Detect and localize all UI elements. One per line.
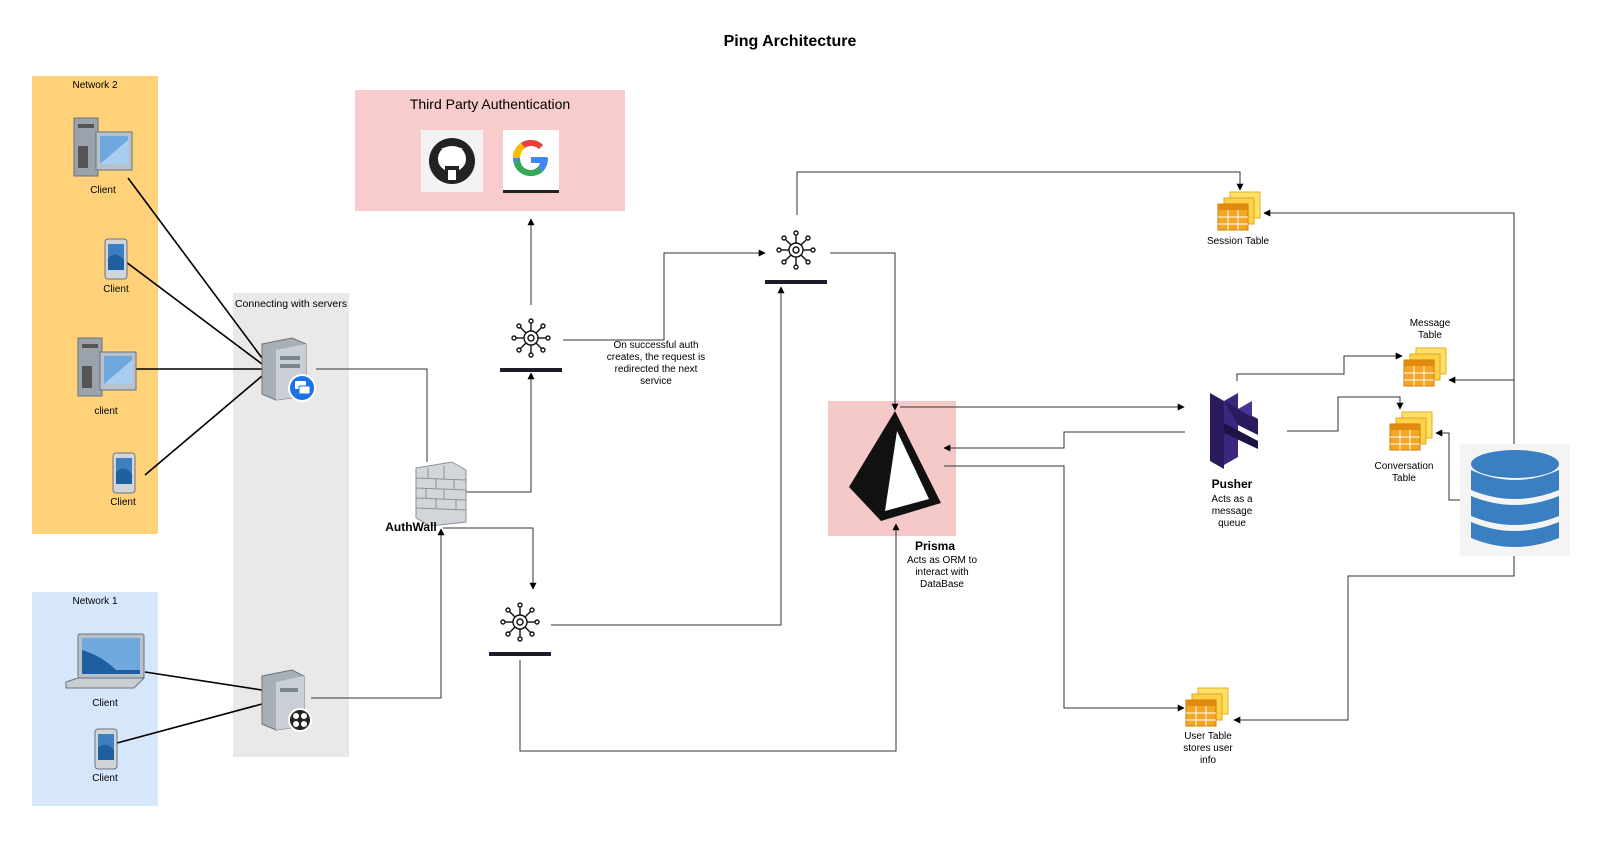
google-tile[interactable] — [503, 130, 559, 193]
client-label: client — [94, 406, 118, 417]
flow-connectors — [311, 171, 1515, 752]
conversation-table-icon — [1389, 411, 1433, 451]
network-2-label: Network 2 — [72, 80, 118, 91]
client-links-network-1 — [116, 671, 263, 744]
mobile-phone-icon — [112, 452, 136, 494]
mobile-phone-icon — [104, 238, 128, 280]
user-table-icon — [1185, 687, 1229, 727]
client-label: Client — [110, 497, 136, 508]
laptop-icon — [65, 633, 146, 689]
pusher-name: Pusher — [1211, 477, 1253, 491]
server-icon — [261, 337, 316, 402]
auth-redirect-note: On successful auth creates, the request … — [606, 340, 706, 387]
prisma-logo-icon — [849, 411, 941, 521]
conversation-table-label: Conversation Table — [1374, 461, 1434, 484]
network-1-label: Network 1 — [72, 596, 118, 607]
third-party-auth-group — [355, 90, 625, 211]
third-party-auth-label: Third Party Authentication — [409, 96, 571, 112]
session-service-hub-icon — [765, 230, 827, 284]
pusher-logo-icon — [1210, 393, 1258, 469]
firewall-icon — [415, 461, 467, 526]
database-icon — [1460, 444, 1570, 556]
desktop-computer-icon — [77, 337, 137, 397]
message-table-label: Message Table — [1409, 318, 1451, 341]
desktop-computer-icon — [73, 117, 133, 177]
pusher-description: Acts as a message queue — [1211, 494, 1253, 529]
github-icon — [429, 138, 475, 184]
client-links-network-2 — [125, 177, 263, 476]
authwall-label: AuthWall — [385, 520, 437, 534]
mobile-phone-icon — [94, 728, 118, 770]
client-label: Client — [92, 698, 118, 709]
github-tile[interactable] — [421, 130, 483, 192]
session-table-label: Session Table — [1206, 236, 1270, 247]
connecting-servers-label: Connecting with servers — [234, 298, 348, 310]
auth-service-hub-icon — [500, 318, 562, 372]
app-service-hub-icon — [489, 602, 551, 656]
user-table-label: User Table stores user info — [1183, 731, 1233, 766]
session-table-icon — [1217, 191, 1261, 231]
prisma-description: Acts as ORM to interact with DataBase — [906, 555, 977, 590]
prisma-name: Prisma — [914, 539, 956, 553]
network-1-group — [32, 592, 158, 806]
client-label: Client — [90, 185, 116, 196]
diagram-title: Ping Architecture — [723, 33, 857, 50]
google-icon — [513, 140, 548, 176]
message-table-icon — [1403, 347, 1447, 387]
client-label: Client — [103, 284, 129, 295]
client-label: Client — [92, 773, 118, 784]
server-icon — [261, 669, 312, 732]
